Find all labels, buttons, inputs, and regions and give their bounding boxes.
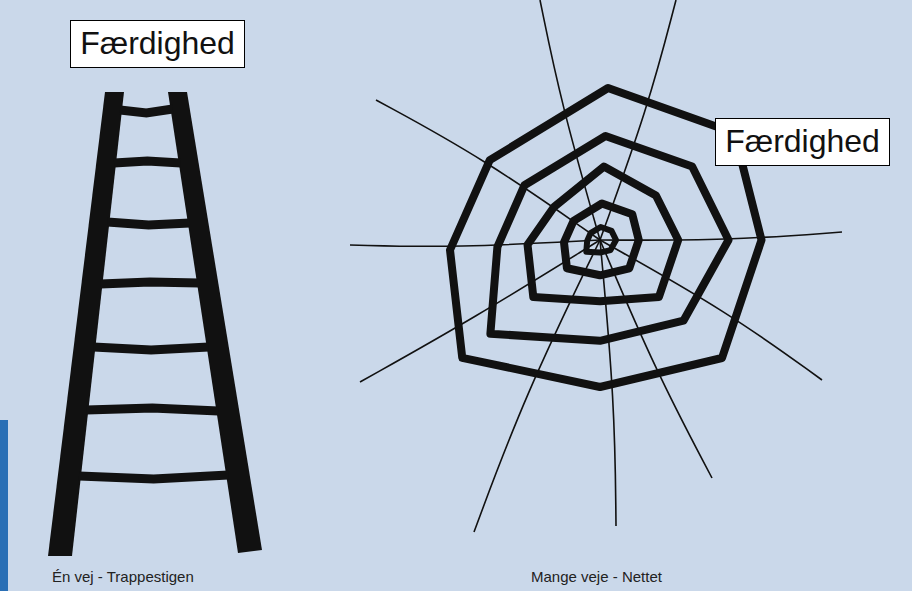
web-thread [600,240,712,478]
web-ring [564,204,639,276]
edge-bar [0,420,8,591]
ladder-drawing [48,92,262,556]
ladder-rail [48,92,124,556]
ladder-rung [93,347,208,350]
web-ring [528,167,679,302]
skill-box: Færdighed [70,20,245,68]
ladder-rung [86,408,218,411]
box-label: Færdighed [725,124,880,159]
ladder-rung [107,222,189,225]
ladder-rung [120,109,173,113]
ladder-rung [100,282,199,284]
caption-text: Mange veje - Nettet [531,568,662,585]
ladder-rail [168,92,262,553]
box-label: Færdighed [80,26,235,61]
web-ring [490,136,728,341]
web-drawing [350,0,842,532]
ladder-rung [79,475,228,479]
web-ring [586,227,616,253]
ladder-rung [114,161,181,163]
caption-text: Én vej - Trappestigen [52,568,194,585]
skill-box: Færdighed [715,118,890,166]
